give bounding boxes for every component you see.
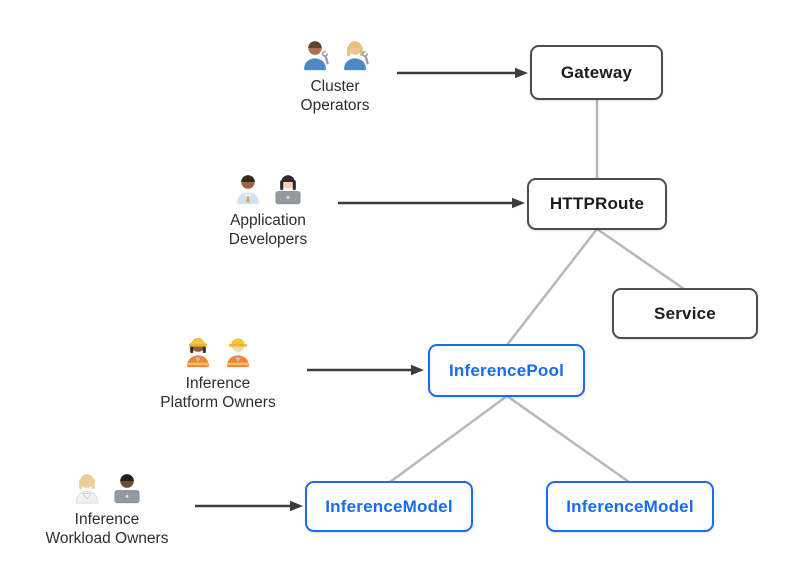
person-icon (227, 338, 249, 368)
node-gateway-label: Gateway (560, 62, 633, 82)
actor-cluster-operators-label: Cluster Operators (300, 78, 370, 114)
node-gateway: Gateway (530, 45, 663, 100)
actor-cluster-operators: Cluster Operators (255, 34, 415, 115)
actor-inference-platform-owners-label: Inference Platform Owners (160, 375, 276, 411)
edge-inference-pool-to-inference-model-1 (389, 394, 508, 484)
arrow-application-developers (338, 197, 525, 209)
actor-inference-platform-owners: Inference Platform Owners (138, 331, 298, 412)
actor-application-developers-label: Application Developers (228, 212, 308, 248)
person-icon (275, 175, 301, 205)
actor-inference-workload-owners: Inference Workload Owners (27, 467, 187, 548)
node-inference-model-1-label: InferenceModel (325, 496, 453, 516)
edge-httproute-to-service (596, 227, 685, 291)
arrow-inference-platform-owners (307, 364, 424, 376)
workload-owners-emoji-icon (69, 467, 145, 505)
actor-inference-workload-owners-label: Inference Workload Owners (45, 511, 169, 547)
developers-emoji-icon (230, 168, 306, 206)
construction-workers-emoji-icon (180, 331, 256, 369)
node-inference-pool: InferencePool (428, 344, 585, 397)
node-inference-model-1: InferenceModel (305, 481, 473, 532)
person-icon (187, 338, 209, 368)
node-inference-model-2: InferenceModel (546, 481, 714, 532)
person-icon (114, 474, 140, 504)
person-icon (304, 41, 329, 71)
actor-application-developers: Application Developers (188, 168, 348, 249)
mechanics-emoji-icon (297, 34, 373, 72)
node-httproute-label: HTTPRoute (549, 194, 645, 213)
edge-httproute-to-inference-pool (506, 228, 598, 346)
edge-inference-pool-to-inference-model-2 (506, 394, 630, 484)
node-httproute: HTTPRoute (527, 178, 667, 230)
person-icon (237, 175, 259, 205)
node-service: Service (612, 288, 758, 339)
arrow-cluster-operators (397, 67, 528, 79)
arrow-inference-workload-owners (195, 500, 303, 512)
person-icon (344, 41, 369, 71)
person-icon (75, 474, 99, 504)
node-service-label: Service (654, 303, 716, 323)
node-inference-pool-label: InferencePool (448, 360, 565, 380)
node-inference-model-2-label: InferenceModel (566, 496, 694, 516)
